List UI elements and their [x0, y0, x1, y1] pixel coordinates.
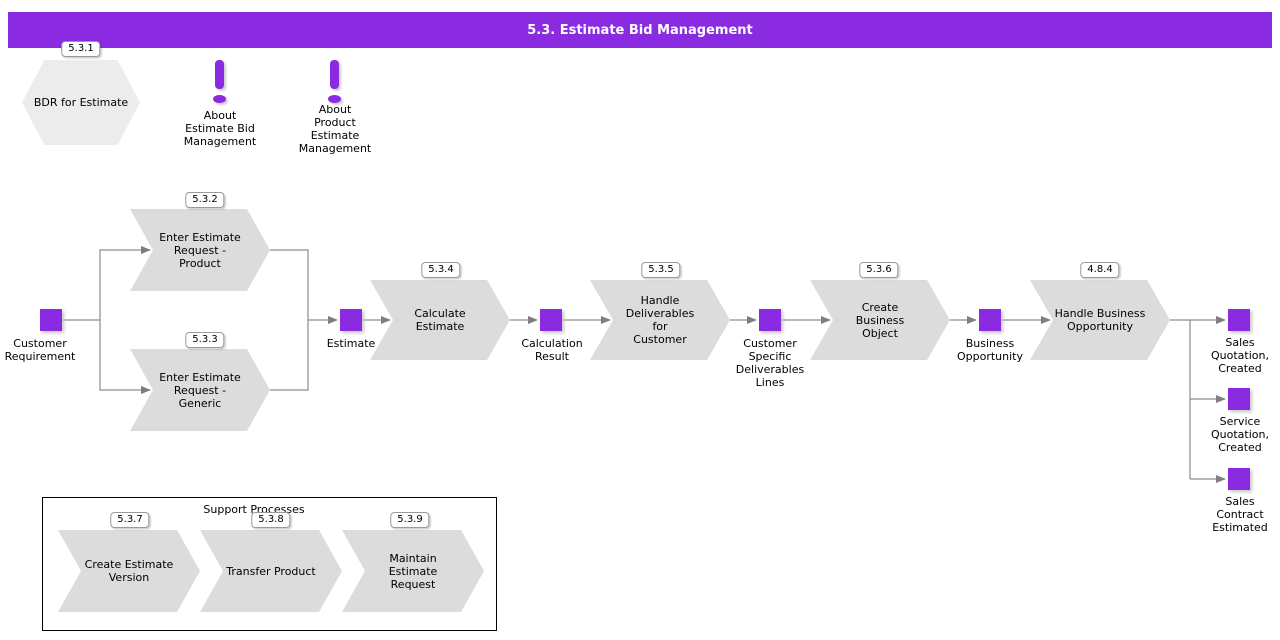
process-label: Enter Estimate Request - Generic — [159, 370, 241, 410]
process-handle-business-opportunity[interactable]: Handle Business Opportunity — [1030, 280, 1170, 360]
event-sales-quotation-created — [1228, 309, 1250, 331]
process-interface-bdr-for-estimate[interactable]: BDR for Estimate — [22, 60, 140, 145]
process-label: Handle Deliverables for Customer — [625, 294, 695, 346]
process-label: Create Business Object — [855, 300, 905, 340]
process-label: Create Estimate Version — [84, 558, 174, 584]
process-label: Handle Business Opportunity — [1054, 307, 1146, 333]
process-maintain-estimate-request[interactable]: Maintain Estimate Request — [342, 530, 484, 612]
process-number-badge: 5.3.1 — [61, 41, 101, 57]
process-number-badge: 5.3.2 — [185, 192, 225, 208]
event-label: Sales Contract Estimated — [1212, 495, 1268, 534]
note-label-about-product-estimate-management: About Product Estimate Management — [298, 103, 372, 155]
process-calculate-estimate[interactable]: Calculate Estimate — [370, 280, 510, 360]
exclamation-icon[interactable] — [209, 60, 231, 106]
event-label: Sales Quotation, Created — [1211, 336, 1269, 375]
exclamation-dot — [328, 95, 341, 103]
process-enter-estimate-request-product[interactable]: Enter Estimate Request - Product — [130, 209, 270, 291]
diagram-title: 5.3. Estimate Bid Management — [8, 12, 1272, 48]
process-number-badge: 5.3.3 — [185, 332, 225, 348]
event-label: Customer Specific Deliverables Lines — [735, 337, 805, 389]
event-label: Business Opportunity — [956, 337, 1024, 363]
exclamation-bar — [215, 60, 224, 89]
process-number-badge: 5.3.8 — [251, 512, 291, 528]
hexagon-label: BDR for Estimate — [33, 96, 129, 109]
process-enter-estimate-request-generic[interactable]: Enter Estimate Request - Generic — [130, 349, 270, 431]
support-processes-box — [42, 497, 497, 631]
process-label: Maintain Estimate Request — [388, 551, 438, 591]
process-number-badge: 5.3.5 — [641, 262, 681, 278]
process-create-estimate-version[interactable]: Create Estimate Version — [58, 530, 200, 612]
event-calculation-result — [540, 309, 562, 331]
event-label: Calculation Result — [521, 337, 583, 363]
event-customer-specific-deliverables-lines — [759, 309, 781, 331]
process-handle-deliverables-for-customer[interactable]: Handle Deliverables for Customer — [590, 280, 730, 360]
process-number-badge: 5.3.7 — [110, 512, 150, 528]
event-customer-requirement — [40, 309, 62, 331]
process-label: Transfer Product — [226, 564, 316, 578]
exclamation-icon[interactable] — [324, 60, 346, 106]
process-create-business-object[interactable]: Create Business Object — [810, 280, 950, 360]
event-estimate — [340, 309, 362, 331]
process-number-badge: 5.3.4 — [421, 262, 461, 278]
process-number-badge: 5.3.6 — [859, 262, 899, 278]
event-label: Estimate — [326, 337, 376, 350]
exclamation-bar — [330, 60, 339, 89]
event-label: Customer Requirement — [4, 337, 76, 363]
process-label: Calculate Estimate — [414, 307, 466, 333]
process-transfer-product[interactable]: Transfer Product — [200, 530, 342, 612]
note-label-about-estimate-bid-management: About Estimate Bid Management — [183, 109, 257, 148]
event-sales-contract-estimated — [1228, 468, 1250, 490]
process-label: Enter Estimate Request - Product — [159, 230, 241, 270]
event-business-opportunity — [979, 309, 1001, 331]
event-service-quotation-created — [1228, 388, 1250, 410]
exclamation-dot — [213, 95, 226, 103]
event-label: Service Quotation, Created — [1211, 415, 1269, 454]
process-number-badge: 4.8.4 — [1080, 262, 1120, 278]
process-number-badge: 5.3.9 — [390, 512, 430, 528]
